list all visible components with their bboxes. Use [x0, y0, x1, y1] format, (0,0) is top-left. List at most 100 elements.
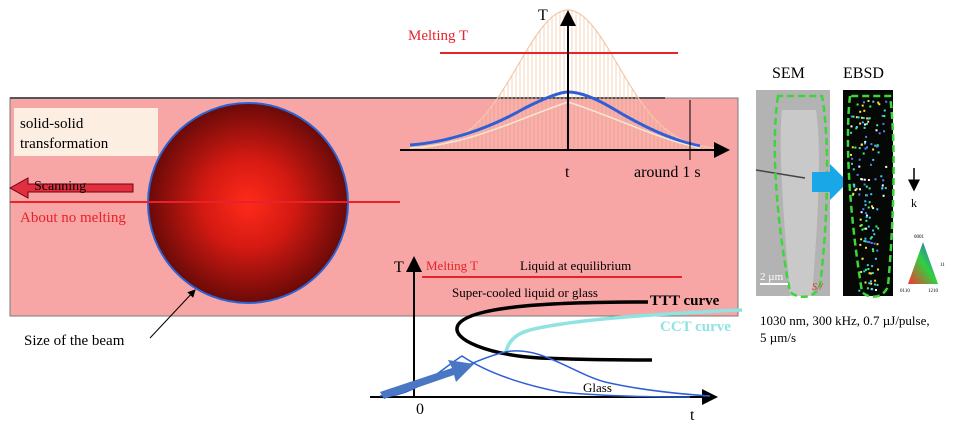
ebsd-grain [868, 201, 871, 204]
ebsd-grain [864, 240, 867, 243]
ttt-diagram: T t 0 Melting T Liquid at equilibrium Su… [370, 256, 743, 424]
ebsd-grain [864, 123, 866, 126]
ebsd-grain [871, 248, 874, 251]
ebsd-grain [866, 214, 868, 217]
ebsd-grain [876, 124, 879, 127]
ebsd-grain [859, 188, 861, 191]
ebsd-grain [870, 236, 873, 239]
cct-curve-label: CCT curve [660, 319, 731, 335]
ebsd-grain [863, 183, 866, 186]
sem-scale-label: 2 µm [760, 271, 784, 283]
scanning-label: Scanning [34, 179, 86, 194]
ebsd-grain [852, 183, 855, 186]
ebsd-grain [864, 281, 867, 284]
ebsd-grain [850, 125, 853, 128]
ttt-x-axis-label: t [690, 407, 695, 424]
ebsd-grain [876, 145, 878, 148]
ebsd-grain [860, 143, 863, 146]
ebsd-image [843, 90, 895, 299]
ebsd-dashed-outline [846, 94, 895, 299]
ebsd-grain [864, 140, 867, 143]
ipf-top-label: 0001 [914, 235, 925, 240]
ebsd-grain [876, 144, 879, 147]
ebsd-grain [883, 115, 886, 118]
ebsd-grain [855, 187, 858, 190]
ebsd-grain [867, 240, 870, 243]
ebsd-grain [864, 147, 867, 150]
ebsd-grain [870, 272, 872, 275]
top-melting-label: Melting T [408, 28, 468, 44]
ebsd-grain [870, 282, 873, 285]
ebsd-grain [872, 100, 875, 103]
ebsd-grain [863, 240, 866, 243]
ebsd-grain [855, 126, 858, 128]
ebsd-grain [861, 178, 864, 181]
ebsd-grain [877, 268, 879, 271]
ebsd-grain [883, 130, 886, 133]
ebsd-grain [865, 246, 867, 249]
ebsd-grain [858, 147, 861, 150]
ebsd-grain [871, 288, 874, 291]
ebsd-grain [871, 205, 873, 208]
sem-title: SEM [772, 65, 805, 82]
ebsd-grain [876, 249, 879, 252]
ebsd-grain [851, 146, 854, 149]
ebsd-grain [875, 289, 877, 291]
ebsd-grain [865, 135, 868, 138]
ebsd-grain [871, 272, 874, 275]
ebsd-grain [865, 185, 868, 188]
ebsd-grain [872, 250, 875, 253]
ebsd-grain [851, 193, 854, 196]
ebsd-grain [861, 121, 864, 124]
solid-solid-label-line2: transformation [20, 136, 109, 152]
ipf-color-key: 0001 0110 1210 11 [900, 235, 945, 294]
ebsd-grain [862, 117, 865, 119]
ebsd-grain [866, 264, 869, 267]
ebsd-grain [850, 153, 852, 156]
ebsd-grain [881, 187, 884, 190]
ebsd-grain [874, 279, 877, 282]
ebsd-grain [853, 185, 856, 188]
ebsd-grain [850, 131, 853, 134]
ebsd-grain [867, 120, 870, 123]
ebsd-grain [859, 218, 862, 221]
ebsd-grain [863, 109, 866, 112]
ebsd-grain [875, 129, 878, 132]
laser-params-line1: 1030 nm, 300 kHz, 0.7 µJ/pulse, [760, 313, 930, 328]
ebsd-grain [868, 216, 871, 219]
sem-dashed-outline [773, 94, 829, 299]
laser-params-line2: 5 µm/s [760, 330, 796, 345]
ebsd-grain [885, 165, 888, 168]
ebsd-grain [860, 224, 863, 226]
ebsd-grain [866, 117, 869, 120]
beam-size-pointer [149, 289, 196, 339]
ebsd-grain [880, 175, 883, 178]
ebsd-grain [860, 271, 863, 273]
ebsd-grain [868, 187, 871, 190]
ebsd-grain [874, 144, 877, 147]
ebsd-grain [885, 100, 888, 103]
ebsd-grain [867, 225, 870, 228]
heating-arrow [380, 360, 474, 399]
ebsd-grain [862, 208, 865, 211]
ebsd-grain [875, 225, 878, 228]
ebsd-grain [877, 101, 880, 104]
ebsd-grain [881, 184, 884, 187]
ebsd-grain [858, 193, 861, 196]
ebsd-grain [854, 146, 857, 149]
ebsd-grain [856, 173, 859, 176]
ebsd-grain [861, 257, 864, 260]
k-vector-label: k [911, 196, 917, 210]
ebsd-grain [864, 203, 867, 206]
ebsd-grain [866, 146, 868, 149]
ebsd-grain [876, 243, 879, 246]
ebsd-grain [856, 103, 859, 106]
ebsd-grain [869, 280, 872, 283]
ebsd-grain [863, 178, 866, 181]
ebsd-grain [859, 122, 862, 125]
ebsd-grain [861, 228, 864, 231]
ebsd-grain [860, 238, 863, 241]
ebsd-grain [864, 200, 867, 203]
ebsd-grain [866, 122, 868, 125]
